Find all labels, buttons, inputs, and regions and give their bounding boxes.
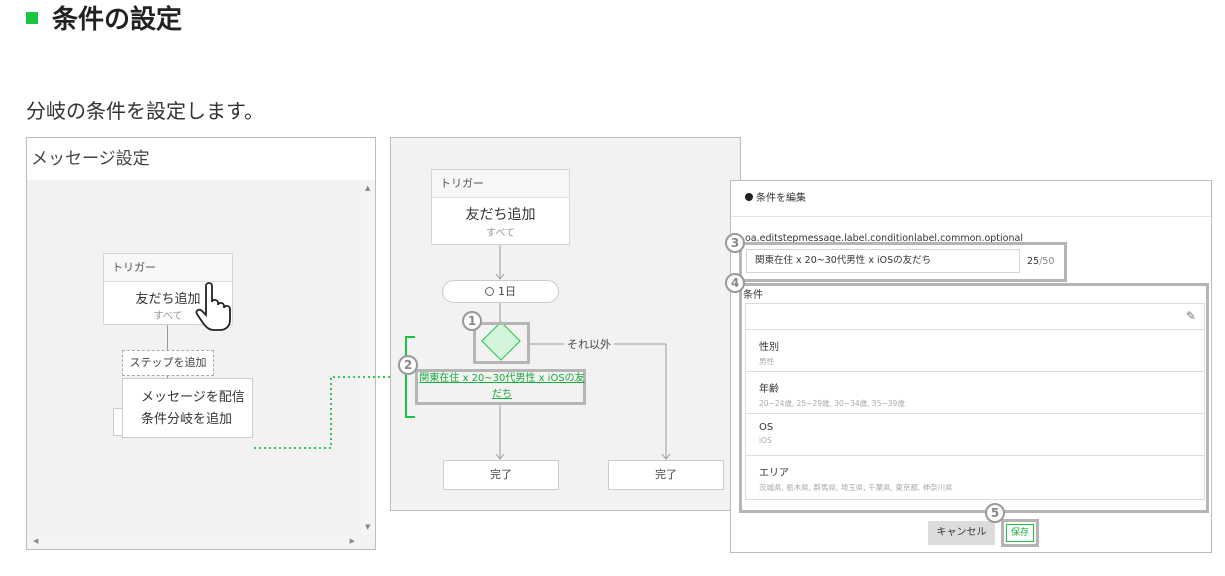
done-node-right[interactable]: 完了 xyxy=(608,460,724,490)
condition-name-input[interactable]: 関東在住 x 20~30代男性 x iOSの友だち xyxy=(746,249,1020,273)
save-button-frame: 保存 xyxy=(1001,519,1039,547)
condition-value: 男性 xyxy=(759,357,774,366)
add-step-menu: メッセージを配信 条件分岐を追加 xyxy=(122,378,253,438)
save-button[interactable]: 保存 xyxy=(1006,524,1034,542)
scroll-right-icon[interactable]: ▶ xyxy=(349,537,355,545)
add-step-button[interactable]: ステップを追加 xyxy=(122,350,214,376)
condition-name-label: oa.editstepmessage.label.conditionlabel.… xyxy=(745,233,1023,244)
condition-name: 年齢 xyxy=(759,384,779,395)
highlight-frame xyxy=(473,322,530,364)
hand-cursor-icon xyxy=(195,282,231,331)
message-settings-panel: メッセージ設定 トリガー 友だち追加 すべて ステップを追加 メッセージを配信 … xyxy=(26,137,376,550)
condition-row-gender[interactable]: 性別 男性 xyxy=(746,330,1204,372)
highlight-frame xyxy=(739,283,1209,513)
done-node-left[interactable]: 完了 xyxy=(443,460,559,490)
condition-row-os[interactable]: OS iOS xyxy=(746,414,1204,456)
trigger-main: 友だち追加 xyxy=(135,292,201,307)
callout-3: 3 xyxy=(725,233,745,253)
char-counter: 25/50 xyxy=(1027,256,1054,267)
callout-4: 4 xyxy=(725,273,745,293)
condition-value: 20~24歳, 25~29歳, 30~34歳, 35~39歳 xyxy=(759,399,905,408)
callout-1: 1 xyxy=(462,311,482,331)
branch-condition-link[interactable]: 関東在住 x 20~30代男性 x iOSの友だち xyxy=(419,373,585,400)
flow-canvas: トリガー 友だち追加 すべて ステップを追加 メッセージを配信 条件分岐を追加 … xyxy=(27,180,375,549)
scroll-left-icon[interactable]: ◀ xyxy=(33,537,39,545)
cancel-button[interactable]: キャンセル xyxy=(928,521,995,545)
menu-item-add-condition[interactable]: 条件分岐を追加 xyxy=(141,412,233,427)
condition-value: iOS xyxy=(759,436,772,445)
trigger-node[interactable]: トリガー 友だち追加 すべて xyxy=(103,253,233,325)
condition-name: エリア xyxy=(759,468,789,479)
trigger-main: 友だち追加 xyxy=(465,207,536,223)
menu-item-send-message[interactable]: メッセージを配信 xyxy=(141,390,245,405)
callout-5: 5 xyxy=(985,503,1005,523)
conditions-toolbar: ✎ xyxy=(746,304,1204,330)
trigger-sub: すべて xyxy=(153,311,183,322)
conditions-list: ✎ 性別 男性 年齢 20~24歳, 25~29歳, 30~34歳, 35~39… xyxy=(745,303,1205,500)
trigger-header: トリガー xyxy=(104,254,232,282)
trigger-sub: すべて xyxy=(486,228,515,239)
condition-value: 茨城県, 栃木県, 群馬県, 埼玉県, 千葉県, 東京都, 神奈川県 xyxy=(759,483,953,492)
flow-lines xyxy=(495,245,671,460)
connector-line xyxy=(167,325,168,353)
pencil-icon[interactable]: ✎ xyxy=(1185,309,1196,323)
title-marker xyxy=(26,12,38,24)
wait-node[interactable]: 1日 xyxy=(442,280,559,303)
condition-row-age[interactable]: 年齢 20~24歳, 25~29歳, 30~34歳, 35~39歳 xyxy=(746,372,1204,414)
condition-name: OS xyxy=(759,422,774,433)
vertical-scrollbar[interactable]: ▲ ▼ xyxy=(361,180,375,535)
highlight-frame xyxy=(739,242,1067,282)
else-label: それ以外 xyxy=(564,336,614,352)
trigger-header: トリガー xyxy=(432,170,569,198)
flow-preview-panel: トリガー 友だち追加 すべて 1日 それ以外 関東在住 x 20~30代男性 x… xyxy=(390,137,741,511)
lead-text: 分岐の条件を設定します。 xyxy=(26,99,264,123)
trigger-node[interactable]: トリガー 友だち追加 すべて xyxy=(431,169,570,245)
wait-label: 1日 xyxy=(498,285,516,298)
scroll-down-icon[interactable]: ▼ xyxy=(365,523,371,531)
clock-icon xyxy=(485,287,494,296)
callout-2: 2 xyxy=(398,355,418,375)
bullet-icon xyxy=(745,193,753,201)
highlight-frame xyxy=(415,369,586,405)
dialog-header: 条件を編集 xyxy=(731,181,1211,217)
panel-title: メッセージ設定 xyxy=(31,149,150,169)
conditions-label: 条件 xyxy=(743,290,763,301)
condition-name: 性別 xyxy=(759,342,779,353)
page-title: 条件の設定 xyxy=(52,5,183,35)
scroll-up-icon[interactable]: ▲ xyxy=(365,184,371,192)
condition-row-area[interactable]: エリア 茨城県, 栃木県, 群馬県, 埼玉県, 千葉県, 東京都, 神奈川県 xyxy=(746,456,1204,498)
char-count-max: /50 xyxy=(1039,256,1055,267)
dialog-title: 条件を編集 xyxy=(756,193,806,204)
horizontal-scrollbar[interactable]: ◀ ▶ xyxy=(27,535,361,549)
edit-condition-dialog: 条件を編集 oa.editstepmessage.label.condition… xyxy=(725,180,1212,553)
branch-bracket xyxy=(405,336,415,418)
char-count-current: 25 xyxy=(1027,256,1040,267)
